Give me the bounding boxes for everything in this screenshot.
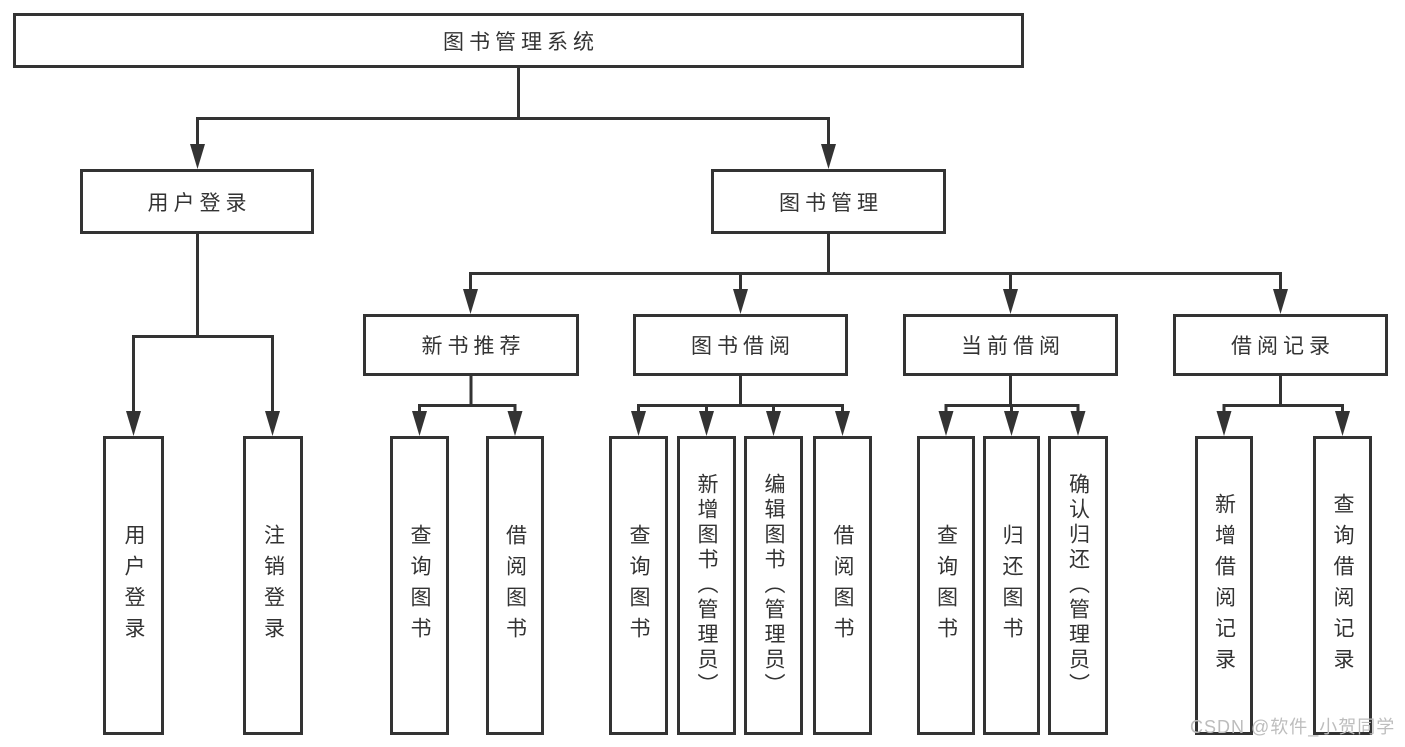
arrowhead-book-borrow xyxy=(733,289,748,314)
edge-new-book-split xyxy=(418,376,517,412)
leaf-borrow-books-borrow: 借阅图书 xyxy=(813,436,872,735)
edge-user-login-split xyxy=(132,234,274,412)
leaf-return-books: 归还图书 xyxy=(983,436,1040,735)
arrowhead-leaf-add-record xyxy=(1216,411,1232,436)
leaf-edit-books-admin: 编辑图书（管理员） xyxy=(744,436,803,735)
leaf-confirm-return-admin: 确认归还（管理员） xyxy=(1048,436,1108,735)
node-user-login: 用户登录 xyxy=(80,169,314,234)
arrowhead-new-book-recommend xyxy=(463,289,478,314)
arrowhead-user-login xyxy=(190,144,205,169)
arrowhead-leaf-query-books-1 xyxy=(412,411,427,436)
arrowhead-leaf-logout xyxy=(265,411,280,436)
leaf-add-books-admin: 新增图书（管理员） xyxy=(677,436,736,735)
arrowhead-leaf-query-record xyxy=(1335,411,1350,436)
arrowhead-leaf-borrow-books-1 xyxy=(507,411,523,436)
arrowhead-leaf-edit-books xyxy=(766,411,781,436)
leaf-query-books-recommend: 查询图书 xyxy=(390,436,449,735)
leaf-borrow-books-recommend: 借阅图书 xyxy=(486,436,544,735)
arrowhead-leaf-confirm-return xyxy=(1070,411,1086,436)
leaf-query-borrow-record: 查询借阅记录 xyxy=(1313,436,1372,735)
node-current-borrow: 当前借阅 xyxy=(903,314,1118,376)
leaf-logout-login: 注销登录 xyxy=(243,436,303,735)
leaf-query-books-current: 查询图书 xyxy=(917,436,975,735)
leaf-user-login: 用户登录 xyxy=(103,436,164,735)
arrowhead-leaf-add-books xyxy=(699,411,714,436)
edge-book-management-split xyxy=(469,234,1282,289)
arrowhead-current-borrow xyxy=(1003,289,1018,314)
node-book-borrow: 图书借阅 xyxy=(633,314,848,376)
arrowhead-book-management xyxy=(821,144,836,169)
edge-book-borrow-split xyxy=(637,376,844,412)
watermark: CSDN @软件_小贺同学 xyxy=(1190,717,1396,737)
node-borrow-records: 借阅记录 xyxy=(1173,314,1388,376)
leaf-add-borrow-record: 新增借阅记录 xyxy=(1195,436,1253,735)
arrowhead-leaf-query-books-3 xyxy=(938,411,954,436)
node-new-book-recommend: 新书推荐 xyxy=(363,314,579,376)
node-book-management: 图书管理 xyxy=(711,169,946,234)
edge-root-split xyxy=(196,66,830,146)
arrowhead-leaf-user-login xyxy=(126,411,141,436)
edge-borrow-records-split xyxy=(1222,376,1344,412)
arrowhead-borrow-records xyxy=(1273,289,1288,314)
leaf-query-books-borrow: 查询图书 xyxy=(609,436,668,735)
arrowhead-leaf-borrow-books-2 xyxy=(835,411,850,436)
edge-current-borrow-split xyxy=(944,376,1080,412)
arrowhead-leaf-return-books xyxy=(1004,411,1019,436)
arrowhead-leaf-query-books-2 xyxy=(631,411,646,436)
node-library-management-system: 图书管理系统 xyxy=(13,13,1024,68)
